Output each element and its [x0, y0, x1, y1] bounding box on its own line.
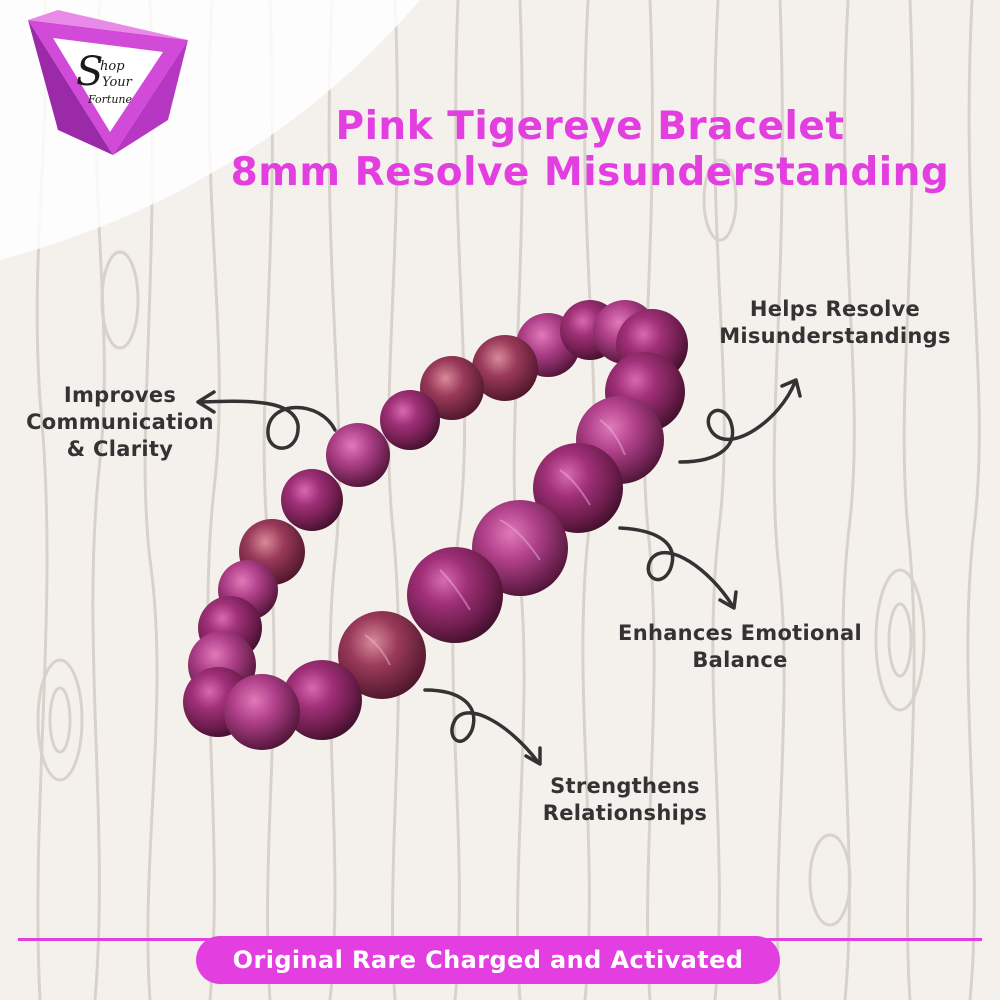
- callout-emotional-line2: Balance: [692, 648, 788, 672]
- callout-emotional-line1: Enhances Emotional: [618, 621, 862, 645]
- callout-emotional: Enhances Emotional Balance: [600, 620, 880, 674]
- curly-arrow-icon: [678, 380, 797, 464]
- callout-relationships: Strengthens Relationships: [520, 773, 730, 827]
- callout-resolve: Helps Resolve Misunderstandings: [700, 296, 970, 350]
- bottom-banner: Original Rare Charged and Activated: [196, 936, 780, 984]
- callout-communication-line3: & Clarity: [66, 437, 174, 461]
- page-title: Pink Tigereye Bracelet 8mm Resolve Misun…: [150, 104, 1000, 196]
- title-line2: 8mm Resolve Misunderstanding: [230, 150, 950, 195]
- logo-text-line1: hop: [100, 59, 125, 74]
- curly-arrow-icon: [198, 399, 337, 450]
- callout-communication-line1: Improves: [63, 383, 177, 407]
- callout-communication-line2: Communication: [26, 410, 214, 434]
- callout-relationships-line1: Strengthens: [550, 774, 700, 798]
- callout-communication: Improves Communication & Clarity: [15, 382, 225, 463]
- logo-text-line3: Fortune: [88, 93, 133, 106]
- callout-resolve-line1: Helps Resolve: [749, 297, 921, 321]
- callout-relationships-line2: Relationships: [542, 801, 708, 825]
- triangle-logo-icon: [28, 10, 188, 155]
- curly-arrow-icon: [423, 688, 540, 764]
- title-line1: Pink Tigereye Bracelet: [335, 104, 845, 149]
- curly-arrow-icon: [618, 526, 734, 607]
- logo-letter: S: [76, 49, 104, 95]
- brand-logo[interactable]: S hop Your Fortune: [18, 10, 198, 160]
- callout-resolve-line2: Misunderstandings: [719, 324, 951, 348]
- logo-text-line2: Your: [102, 75, 132, 90]
